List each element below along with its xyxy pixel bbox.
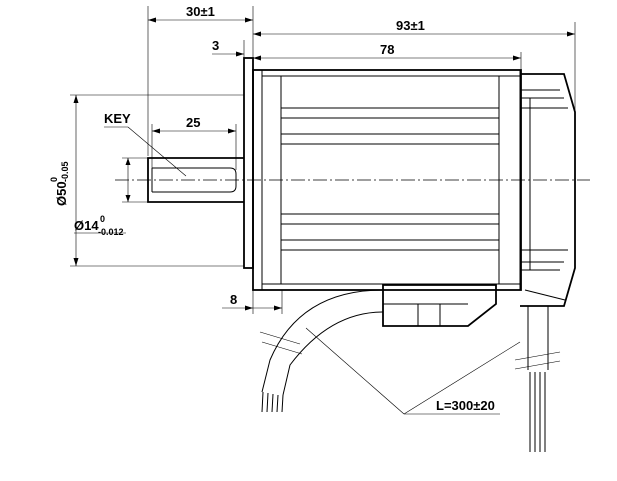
key-label-text: KEY [104, 111, 131, 126]
dim-flange-thickness: 3 [212, 38, 245, 58]
dim-shaft-diameter: Ø14 0 -0.012 [74, 157, 148, 237]
shaft-diameter-sup: 0 [100, 214, 105, 224]
dim-total-length: 93±1 [253, 18, 576, 112]
shaft [147, 157, 244, 203]
right-cable [514, 306, 561, 452]
cable-length-text: L=300±20 [436, 398, 495, 413]
dim-shaft-offset: 30±1 [147, 4, 254, 156]
shaft-offset-text: 30±1 [186, 4, 215, 19]
total-length-text: 93±1 [396, 18, 425, 33]
body-length-text: 78 [380, 42, 394, 57]
key-length-text: 25 [186, 115, 200, 130]
shaft-diameter-text: Ø14 [74, 218, 99, 233]
cable-offset-text: 8 [230, 292, 237, 307]
shaft-diameter-sub: -0.012 [98, 227, 124, 237]
flange [243, 57, 254, 269]
dim-cable-offset: 8 [222, 290, 283, 314]
left-cable [259, 289, 384, 413]
dim-key: KEY 25 [104, 111, 237, 177]
connector-box [382, 284, 497, 327]
dim-body-length: 78 [253, 42, 522, 70]
end-cap [520, 73, 576, 307]
motor-body [252, 69, 522, 291]
dim-flange-diameter: Ø50 0 -0.05 [49, 94, 244, 267]
dim-cable-length: L=300±20 [305, 327, 521, 415]
flange-thickness-text: 3 [212, 38, 219, 53]
flange-diameter-sup: 0 [49, 177, 59, 182]
flange-diameter-text: Ø50 [54, 181, 69, 206]
flange-diameter-sub: -0.05 [60, 161, 70, 182]
